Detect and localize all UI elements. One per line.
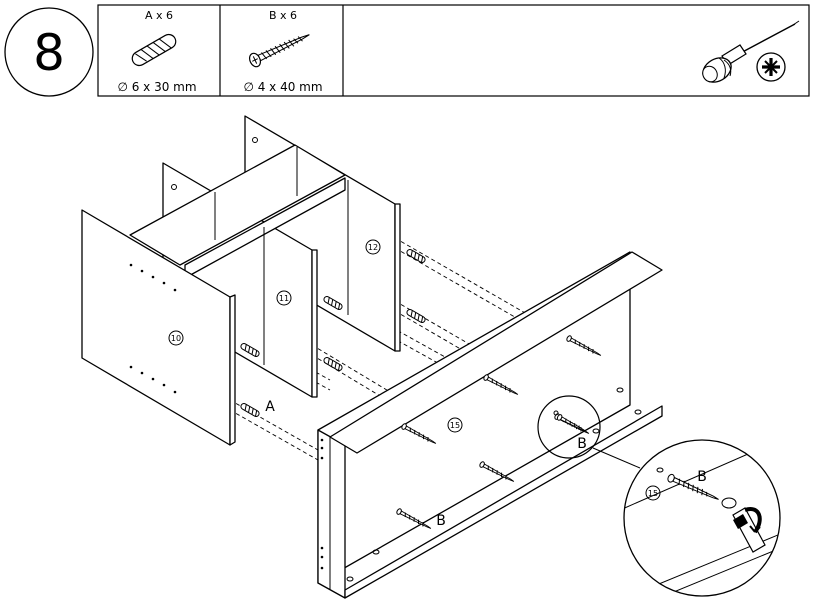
- screw-icon: [248, 34, 310, 68]
- dowel-icon: [406, 309, 426, 323]
- phillips-screwdriver-icon: [732, 507, 766, 553]
- dowels: A: [240, 249, 426, 417]
- panel-12-number: 12: [368, 243, 378, 252]
- screw-icon: [667, 473, 719, 500]
- part-a-size: ∅ 6 x 30 mm: [117, 80, 196, 94]
- screws: B: [396, 335, 602, 529]
- dowel-label: A: [265, 399, 275, 415]
- panel-15-number: 15: [450, 421, 460, 430]
- panel-10-number-circle: [168, 330, 184, 346]
- screw-icon: [396, 508, 432, 529]
- part-a-count: A x 6: [145, 9, 173, 22]
- dowel-icon: [131, 33, 177, 67]
- phillips-screwdriver-icon: [702, 20, 800, 83]
- screw-icon: [483, 374, 519, 395]
- panel-10: 10: [81, 209, 236, 446]
- detail-panel-number: 15: [648, 489, 658, 498]
- dowel-icon: [240, 403, 260, 417]
- panel-12-number-circle: [365, 239, 381, 255]
- screw-icon: [556, 414, 586, 432]
- part-b-size: ∅ 4 x 40 mm: [243, 80, 322, 94]
- screw-label: B: [436, 513, 446, 529]
- panel-15-number-circle: [447, 417, 463, 433]
- zoom-circle-large: 15 B: [623, 439, 781, 597]
- part-b-count: B x 6: [269, 9, 297, 22]
- shelves: [129, 144, 349, 365]
- parts-header: A x 6 ∅ 6 x 30 mm B x 6 ∅ 4 x 40 mm: [97, 4, 810, 97]
- detail-panel-number-circle: [645, 485, 661, 501]
- panel-15: 15: [317, 251, 663, 599]
- screw-icon: [401, 423, 437, 444]
- panel-10-number: 10: [171, 334, 181, 343]
- step-number: 8: [33, 24, 65, 82]
- panel-11-number: 11: [279, 294, 289, 303]
- screw-detail-label: B: [697, 469, 707, 485]
- step-number-badge: 8: [4, 7, 94, 97]
- screw-zoom-label: B: [577, 436, 587, 452]
- dowel-icon: [406, 249, 426, 263]
- dowel-icon: [240, 343, 260, 357]
- panel-11-number-circle: [276, 290, 292, 306]
- screw-icon: [566, 335, 602, 356]
- screw-icon: [479, 461, 515, 482]
- zoom-circle-small: B: [537, 395, 641, 469]
- dowel-icon: [323, 296, 343, 310]
- dowel-icon: [323, 357, 343, 371]
